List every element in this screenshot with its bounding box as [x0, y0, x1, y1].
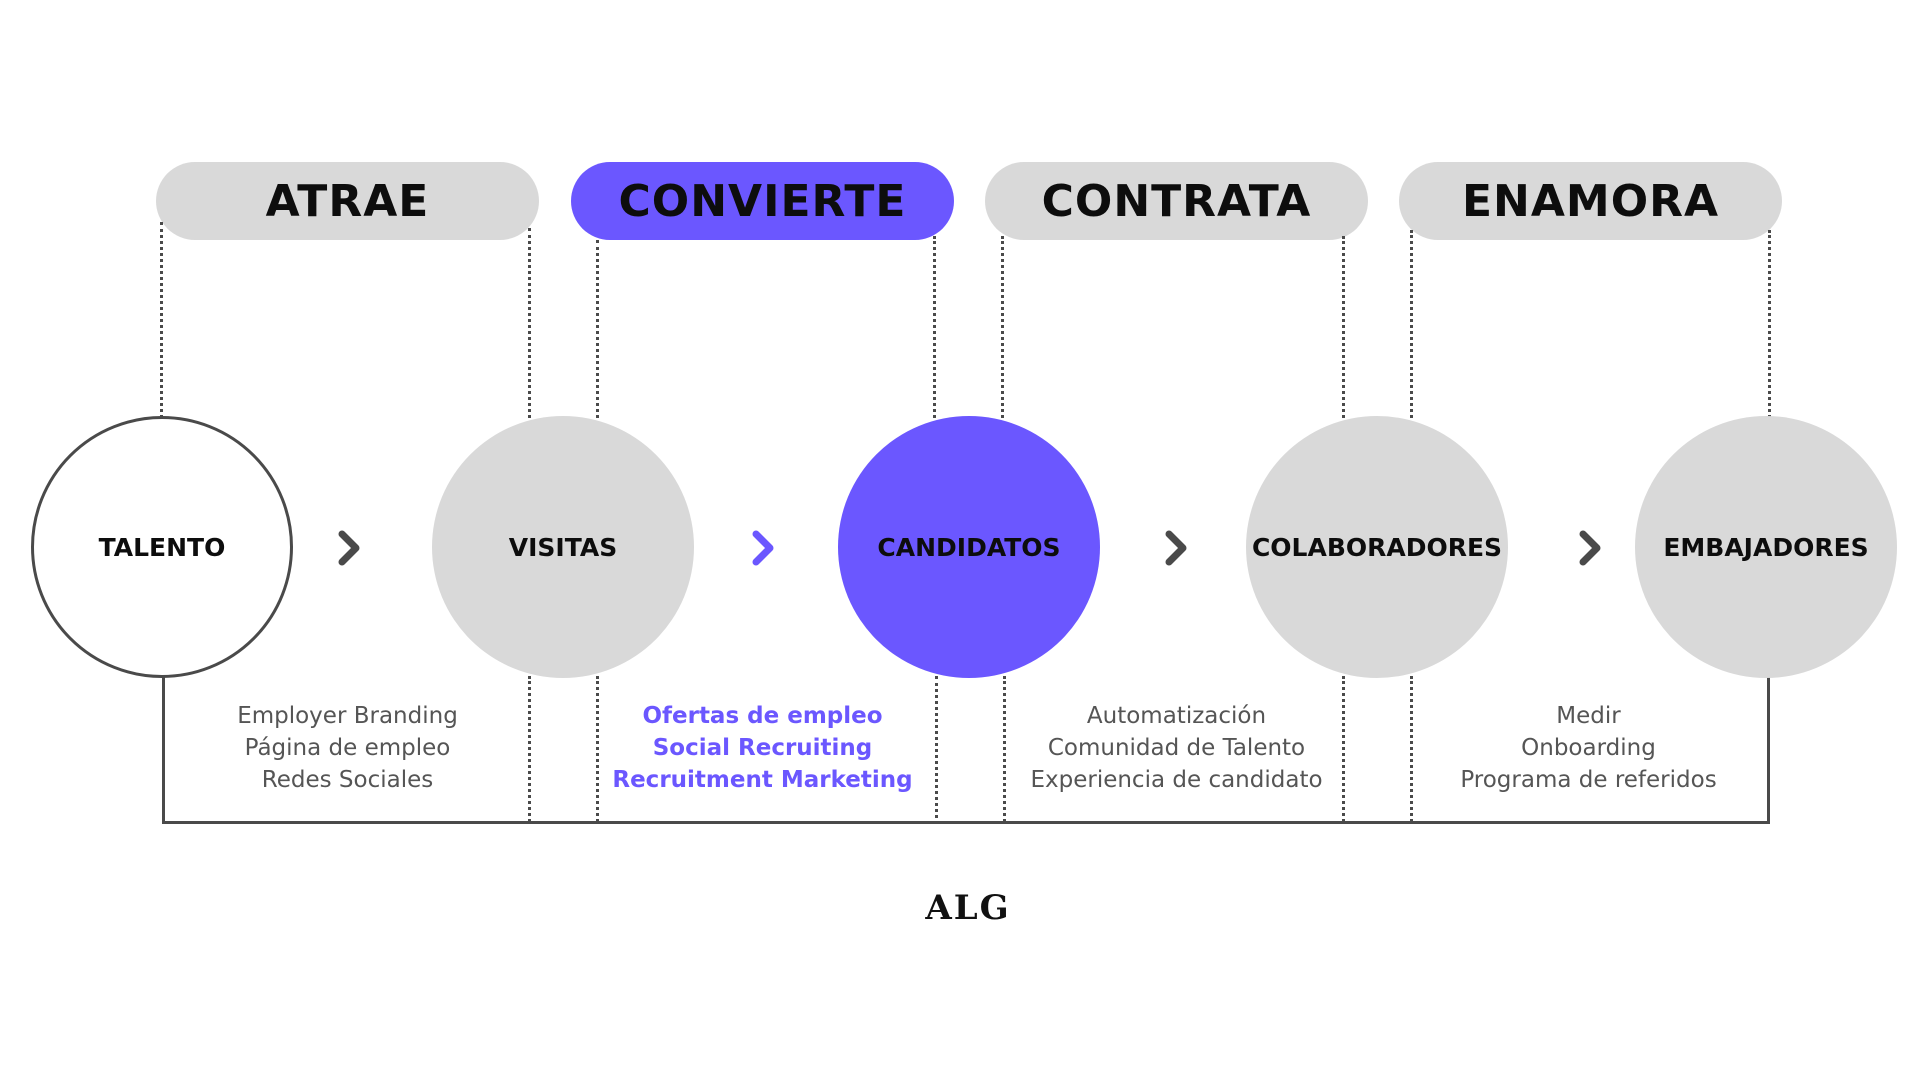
chevron-right-icon [338, 530, 360, 566]
stage-label: ENAMORA [1461, 175, 1720, 227]
stage-item: Experiencia de candidato [1030, 767, 1323, 793]
chevron-right-icon [752, 530, 774, 566]
stage-items-convierte: Ofertas de empleo Social Recruiting Recr… [571, 700, 954, 796]
stage-item: Automatización [1086, 703, 1267, 729]
guide-line [1001, 236, 1004, 418]
stage-pill-convierte: CONVIERTE [571, 162, 954, 240]
node-embajadores: EMBAJADORES [1635, 416, 1897, 678]
stage-item: Ofertas de empleo [642, 703, 883, 729]
node-colaboradores: COLABORADORES [1246, 416, 1508, 678]
guide-line [596, 240, 599, 418]
guide-line [1768, 230, 1771, 418]
stage-label: ATRAE [265, 175, 430, 227]
stage-label: CONVIERTE [618, 175, 907, 227]
node-label: CANDIDATOS [877, 532, 1061, 562]
node-visitas: VISITAS [432, 416, 694, 678]
guide-line [1410, 676, 1413, 822]
stage-item: Comunidad de Talento [1047, 735, 1306, 761]
bottom-bracket [162, 676, 1770, 824]
stage-pill-contrata: CONTRATA [985, 162, 1368, 240]
stage-items-enamora: Medir Onboarding Programa de referidos [1397, 700, 1780, 796]
stage-label: CONTRATA [1041, 175, 1312, 227]
stage-item: Programa de referidos [1460, 767, 1717, 793]
stage-pill-enamora: ENAMORA [1399, 162, 1782, 240]
node-label: COLABORADORES [1251, 532, 1503, 562]
guide-line [528, 228, 531, 418]
node-talento: TALENTO [31, 416, 293, 678]
guide-line [1342, 236, 1345, 418]
stage-item: Social Recruiting [652, 735, 873, 761]
stage-item: Employer Branding [237, 703, 458, 729]
guide-line [1342, 676, 1345, 822]
stage-item: Página de empleo [244, 735, 451, 761]
guide-line [1410, 230, 1413, 418]
stage-item: Onboarding [1521, 735, 1656, 761]
guide-line [160, 222, 163, 418]
stage-item: Redes Sociales [261, 767, 434, 793]
chevron-right-icon [1579, 530, 1601, 566]
node-label: VISITAS [508, 532, 618, 562]
stage-items-contrata: Automatización Comunidad de Talento Expe… [985, 700, 1368, 796]
guide-line [596, 676, 599, 822]
guide-line [528, 676, 531, 822]
stage-pill-atrae: ATRAE [156, 162, 539, 240]
guide-line [933, 236, 936, 418]
node-label: EMBAJADORES [1663, 532, 1869, 562]
guide-line [1003, 676, 1006, 822]
stage-item: Medir [1556, 703, 1621, 729]
stage-items-atrae: Employer Branding Página de empleo Redes… [156, 700, 539, 796]
stage-item: Recruitment Marketing [612, 767, 913, 793]
node-label: TALENTO [98, 532, 226, 562]
guide-line [935, 676, 938, 818]
node-candidatos: CANDIDATOS [838, 416, 1100, 678]
chevron-right-icon [1165, 530, 1187, 566]
alg-logo: ALG [925, 888, 1011, 928]
